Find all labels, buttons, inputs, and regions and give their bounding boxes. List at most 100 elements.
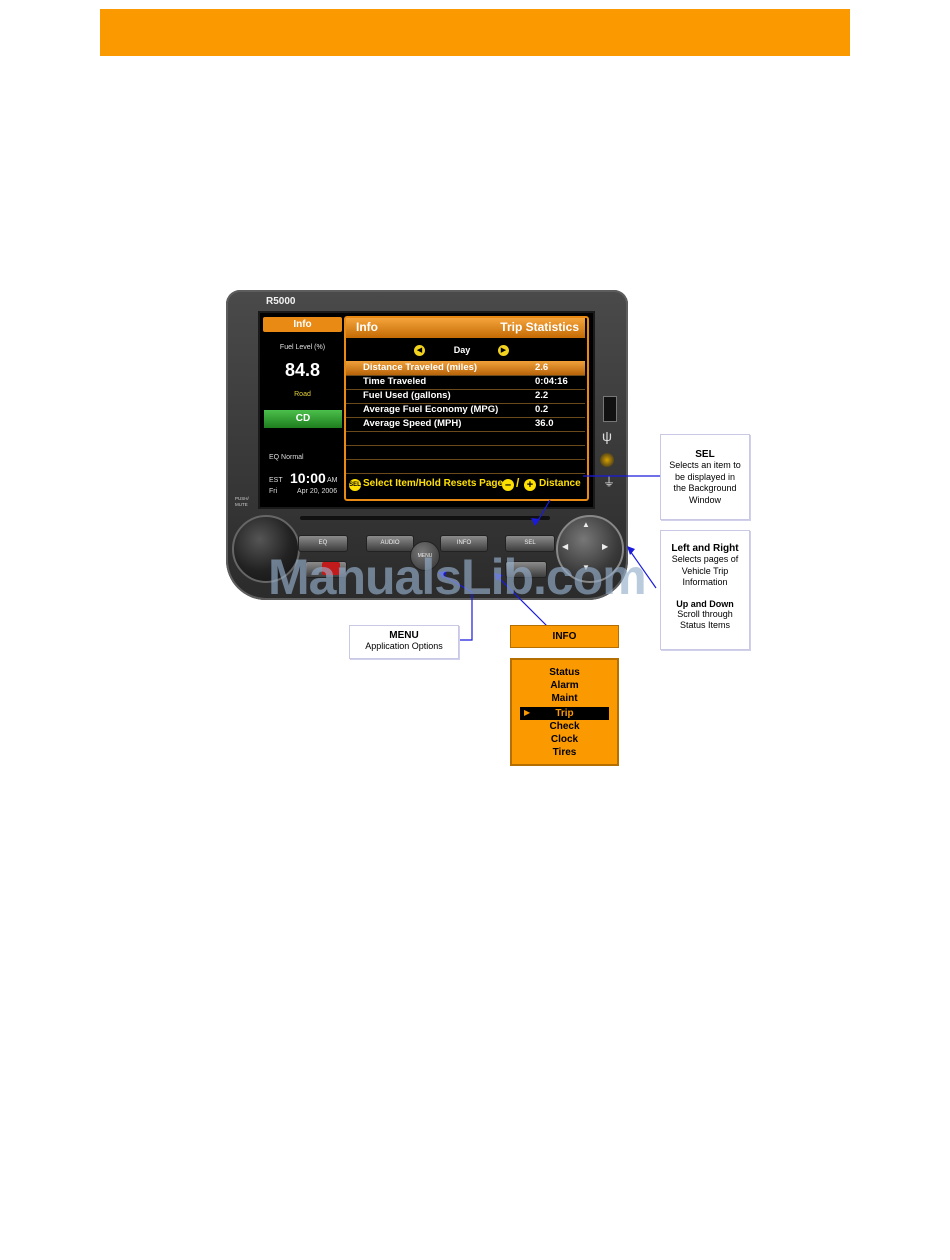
aux-jack	[600, 453, 614, 467]
footer-distance: Distance	[539, 478, 581, 489]
trip-panel-frame	[344, 316, 589, 501]
menu-callout: MENU Application Options	[349, 625, 459, 659]
left-panel-title: Info	[263, 317, 342, 332]
preset-button[interactable]	[505, 561, 547, 578]
table-row[interactable]: Distance Traveled (miles) 2.6	[346, 361, 585, 376]
table-row-empty	[346, 459, 585, 474]
eq-button[interactable]: EQ	[298, 535, 348, 552]
leftright-callout-line	[627, 547, 657, 589]
row-value: 2.2	[535, 390, 549, 401]
menu-button[interactable]: MENU	[410, 541, 440, 571]
row-value: 0:04:16	[535, 376, 568, 387]
record-indicator	[322, 562, 340, 575]
road-label: Road	[294, 391, 311, 398]
callout-line: Vehicle Trip	[681, 565, 729, 576]
menu-callout-line	[439, 573, 473, 641]
info-callout: INFO	[510, 625, 619, 648]
chevron-right-icon[interactable]: ▶	[498, 345, 509, 356]
usb-port	[603, 396, 617, 422]
trip-panel-subtitle: Trip Statistics	[500, 320, 579, 334]
clock-day: Fri	[269, 488, 278, 495]
menu-item[interactable]: Clock	[550, 734, 579, 745]
callout-line: be displayed in	[674, 471, 736, 482]
table-row[interactable]: Average Fuel Economy (MPG) 0.2	[346, 403, 585, 418]
arrow-left-icon[interactable]: ◀	[562, 542, 569, 551]
arrow-head	[627, 546, 635, 555]
directional-pad[interactable]	[556, 515, 624, 583]
push-mute-line: MUTE	[235, 502, 248, 507]
callout-line: Status Items	[679, 620, 731, 630]
aux-icon: ⏚	[603, 475, 616, 489]
sel-callout: SEL Selects an item to be displayed in t…	[660, 434, 750, 520]
callout-title: Up and Down	[676, 598, 734, 609]
row-value: 0.2	[535, 404, 549, 415]
usb-icon: ψ	[602, 428, 612, 444]
push-mute-line: PUSH/	[235, 496, 249, 501]
clock-ampm: AM	[327, 477, 338, 484]
row-label: Average Speed (MPH)	[363, 418, 462, 429]
slash-icon: /	[516, 476, 520, 490]
table-row[interactable]: Time Traveled 0:04:16	[346, 375, 585, 390]
fuel-level-value: 84.8	[284, 360, 321, 380]
top-banner	[100, 9, 850, 56]
callout-title: Left and Right	[671, 543, 739, 554]
callout-line: the Background	[673, 483, 737, 493]
callout-line: Selects an item to	[669, 460, 741, 470]
row-label: Distance Traveled (miles)	[363, 362, 478, 373]
table-row-empty	[346, 431, 585, 446]
trip-panel-title: Info	[356, 320, 378, 334]
arrow-right-icon[interactable]: ▶	[602, 542, 609, 551]
callout-title: SEL	[695, 449, 715, 460]
arrow-down-icon[interactable]: ▼	[582, 563, 590, 572]
arrow-head	[531, 518, 540, 526]
menu-item[interactable]: Maint	[551, 693, 578, 704]
leftright-callout: Left and Right Selects pages of Vehicle …	[660, 530, 750, 650]
sel-icon: SEL	[349, 479, 361, 491]
menu-item[interactable]: Tires	[552, 747, 577, 758]
table-row[interactable]: Average Speed (MPH) 36.0	[346, 417, 585, 432]
info-menu: ▶ Status Alarm Maint Trip Check Clock Ti…	[510, 658, 619, 766]
sel-button[interactable]: SEL	[505, 535, 555, 552]
info-callout-line	[495, 574, 550, 629]
minus-icon: –	[502, 479, 514, 491]
volume-knob[interactable]	[232, 515, 300, 583]
eq-status: EQ Normal	[269, 454, 304, 461]
selection-pointer-icon: ▶	[524, 708, 531, 717]
arrow-head	[494, 573, 503, 581]
info-button[interactable]: INFO	[440, 535, 488, 552]
row-value: 36.0	[535, 418, 554, 429]
row-value: 2.6	[535, 362, 549, 373]
arrow-up-icon[interactable]: ▲	[582, 520, 590, 529]
menu-item-selected[interactable]: Trip	[555, 708, 574, 719]
fuel-level-label: Fuel Level (%)	[279, 344, 326, 351]
callout-line: Window	[688, 494, 721, 505]
table-row[interactable]: Fuel Used (gallons) 2.2	[346, 389, 585, 404]
table-row-empty	[346, 445, 585, 460]
plus-icon: +	[524, 479, 536, 491]
source-badge: CD	[264, 410, 342, 428]
clock-time: 10:00	[290, 470, 326, 486]
arrow-head	[438, 571, 447, 579]
menu-item[interactable]: Check	[549, 721, 580, 732]
menu-selection-highlight	[520, 707, 609, 720]
row-label: Time Traveled	[363, 376, 427, 387]
cd-slot	[300, 516, 550, 520]
push-mute-label: PUSH/ MUTE	[235, 496, 249, 508]
callout-title: MENU	[389, 630, 419, 641]
menu-item[interactable]: Alarm	[550, 680, 579, 691]
row-label: Fuel Used (gallons)	[363, 390, 451, 401]
model-label: R5000	[266, 296, 296, 307]
trip-period: Day	[453, 345, 471, 355]
row-label: Average Fuel Economy (MPG)	[363, 404, 499, 415]
chevron-left-icon[interactable]: ◀	[414, 345, 425, 356]
watermark: ManualsLib.com	[268, 549, 647, 605]
trip-panel-header	[346, 318, 585, 338]
timezone-label: EST	[269, 477, 283, 484]
clock-date: Apr 20, 2006	[297, 488, 338, 495]
menu-item[interactable]: Status	[549, 667, 580, 678]
callout-line: Scroll through	[677, 608, 733, 619]
audio-button[interactable]: AUDIO	[366, 535, 414, 552]
callout-text: Application Options	[365, 641, 443, 651]
callout-line: Information	[682, 577, 728, 587]
